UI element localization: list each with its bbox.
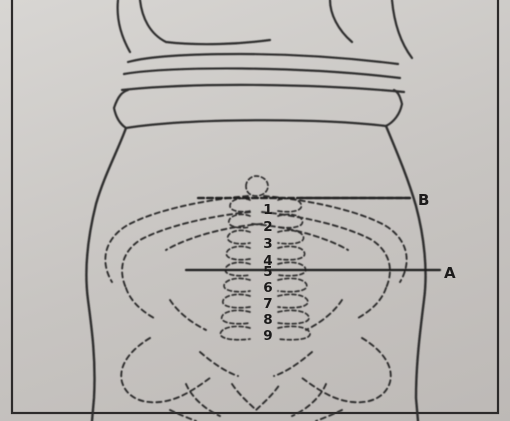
vertebra-label-9: 9 bbox=[263, 328, 272, 344]
vertebra-label-5: 5 bbox=[263, 264, 272, 280]
vertebra-segment bbox=[278, 278, 307, 291]
vertebra-label-8: 8 bbox=[263, 312, 272, 328]
vertebra-segment bbox=[278, 326, 310, 339]
rib-cage bbox=[105, 196, 406, 330]
torso-outline bbox=[386, 126, 426, 421]
vertebra-segment bbox=[226, 246, 250, 259]
vertebra-segment bbox=[223, 294, 250, 307]
vertebra-segment bbox=[278, 230, 304, 243]
vertebra-label-7: 7 bbox=[263, 296, 272, 312]
vertebra-label-6: 6 bbox=[263, 280, 272, 296]
upper-body-outline bbox=[122, 54, 404, 92]
vertebra-label-1: 1 bbox=[263, 202, 272, 218]
vertebra-segment bbox=[222, 310, 250, 323]
vertebra-segment bbox=[230, 198, 250, 211]
marker-label-a: A bbox=[444, 264, 456, 282]
vertebra-segment bbox=[278, 198, 301, 211]
vertebra-segment bbox=[278, 246, 305, 259]
vertebra-segment bbox=[224, 278, 250, 291]
upper-body-outline bbox=[118, 0, 412, 58]
vertebra-segment bbox=[220, 326, 250, 339]
vertebra-segment bbox=[228, 230, 250, 243]
torso-outline bbox=[86, 128, 126, 421]
vertebra-label-3: 3 bbox=[263, 236, 272, 252]
vertebra-label-2: 2 bbox=[263, 219, 272, 235]
waist-band bbox=[114, 90, 402, 128]
vertebra-segment bbox=[278, 310, 309, 323]
pelvis bbox=[121, 338, 391, 421]
marker-label-b: B bbox=[418, 191, 429, 209]
vertebra-segment bbox=[278, 294, 308, 307]
